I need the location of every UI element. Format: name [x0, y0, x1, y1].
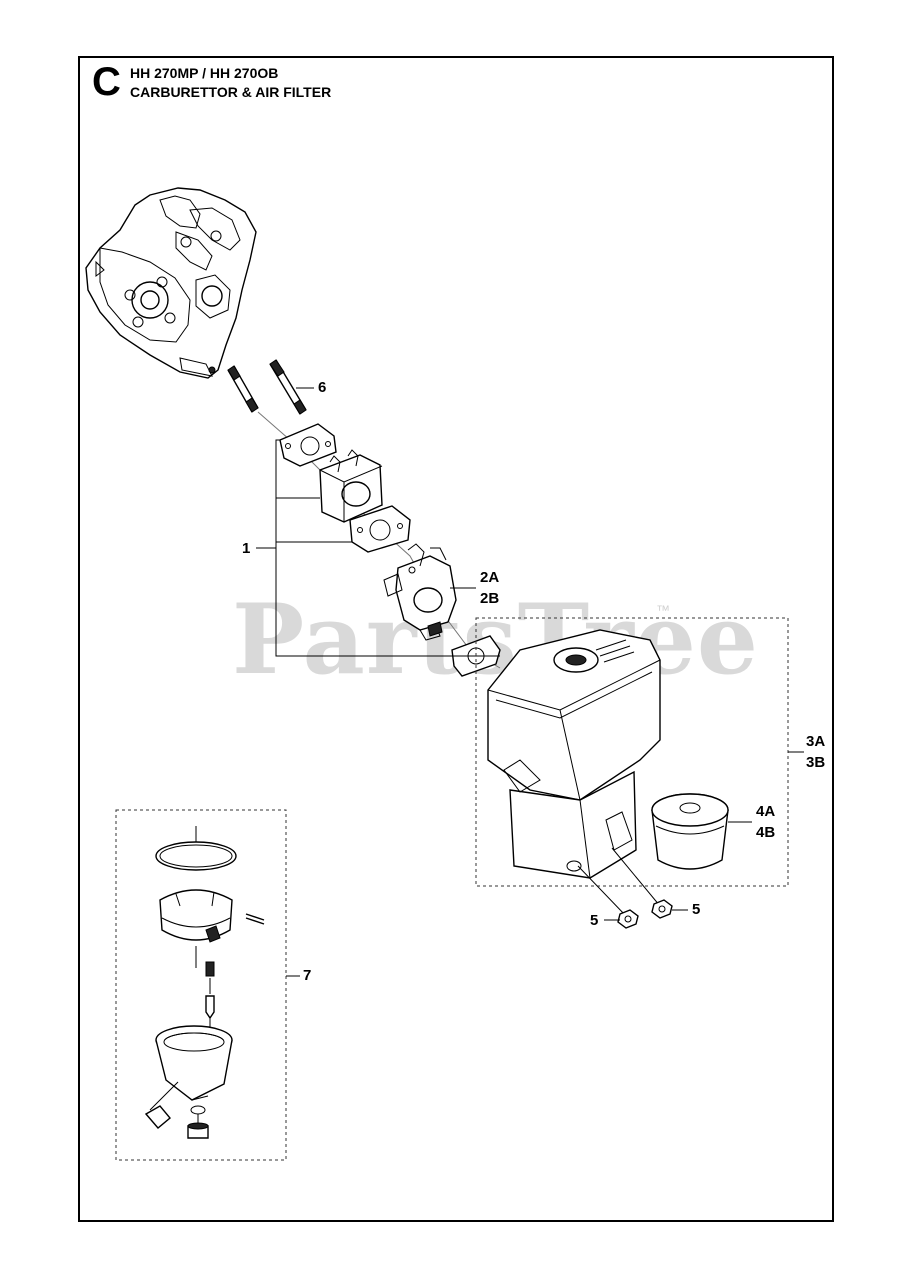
callout-carburettor-a[interactable]: 2A [480, 569, 500, 586]
model-title: HH 270MP / HH 270OB [130, 65, 279, 81]
section-title: CARBURETTOR & AIR FILTER [130, 84, 332, 100]
diagram-frame [78, 56, 834, 1222]
callout-air-cleaner-a[interactable]: 3A [806, 733, 826, 750]
callout-filter-b[interactable]: 4B [756, 824, 776, 841]
callout-filter-a[interactable]: 4A [756, 803, 776, 820]
stud-bolts-illustration [227, 359, 314, 415]
callout-nut-left[interactable]: 5 [590, 912, 599, 929]
callout-nut-right[interactable]: 5 [692, 901, 701, 918]
watermark-trademark: ™ [656, 602, 670, 618]
callout-gasket-kit[interactable]: 1 [242, 540, 251, 557]
callout-air-cleaner-b[interactable]: 3B [806, 754, 826, 771]
engine-head-illustration [85, 187, 257, 379]
air-cleaner-illustration [487, 629, 661, 879]
callout-stud-bolt[interactable]: 6 [318, 379, 327, 396]
float-bowl-kit-illustration [144, 826, 265, 1139]
air-filter-illustration [651, 793, 729, 870]
carburettor-illustration [383, 543, 457, 641]
watermark-text: PartsTree [232, 583, 759, 696]
callout-carburettor-b[interactable]: 2B [480, 590, 500, 607]
callout-float-bowl-kit[interactable]: 7 [303, 967, 312, 984]
section-letter: C [92, 60, 121, 104]
